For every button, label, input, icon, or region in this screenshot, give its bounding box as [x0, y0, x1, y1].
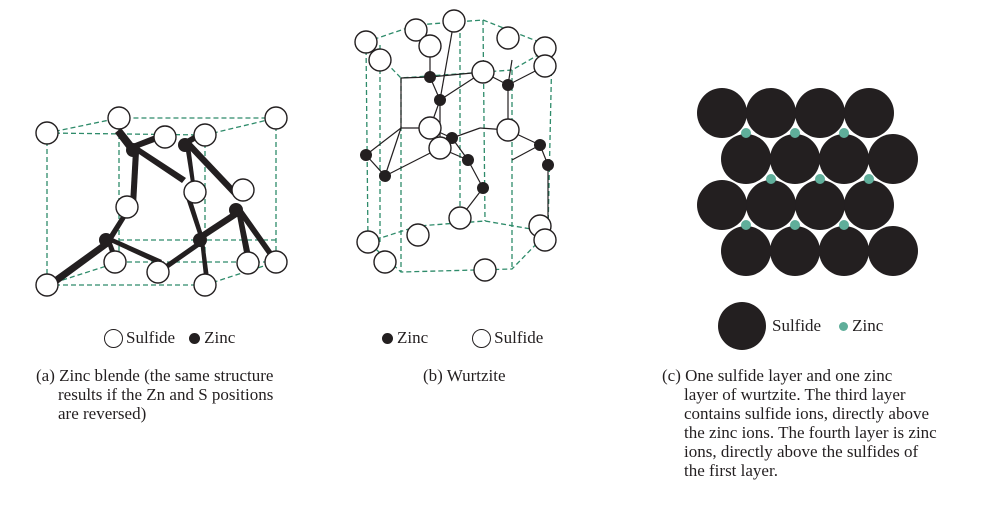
- caption-c-line: the first layer.: [684, 461, 778, 480]
- caption-c-line: the zinc ions. The fourth layer is zinc: [684, 423, 937, 442]
- caption-c-line: (c) One sulfide layer and one zinc: [662, 366, 893, 385]
- legend-c-zinc: Zinc: [839, 316, 883, 336]
- sulfide-layer-spheres: [697, 88, 918, 276]
- legend-b-zinc: Zinc: [382, 328, 428, 348]
- caption-b: (b) Wurtzite: [423, 366, 506, 385]
- zinc-blende-structure: [35, 106, 288, 297]
- zinc-blende-sulfide-atoms: [35, 106, 288, 297]
- caption-b-line: (b) Wurtzite: [423, 366, 506, 385]
- zinc-marker-icon: [189, 332, 201, 344]
- wurtzite-cell-edges: [364, 19, 554, 273]
- caption-c-line: layer of wurtzite. The third layer: [684, 385, 906, 404]
- zinc-blende-zinc-atoms: [99, 138, 243, 247]
- legend-c-zinc-label: Zinc: [852, 316, 884, 335]
- legend-b-sulfide: Sulfide: [472, 328, 543, 348]
- legend-b-zinc-label: Zinc: [397, 328, 429, 347]
- legend-c: Sulfide Zinc: [718, 302, 883, 350]
- sulfide-sphere-icon: [718, 302, 766, 350]
- legend-a: Sulfide Zinc: [104, 328, 235, 348]
- wurtzite-bonds: [365, 20, 549, 232]
- caption-a-line: results if the Zn and S positions: [58, 385, 274, 404]
- sulfide-marker-icon: [472, 328, 492, 348]
- wurtzite-sulfide-atoms: [354, 9, 557, 282]
- wurtzite-structure: [354, 9, 557, 282]
- legend-a-sulfide-label: Sulfide: [126, 328, 176, 347]
- sulfide-marker-icon: [104, 328, 123, 348]
- wurtzite-layer-packing: [697, 88, 918, 276]
- legend-a-zinc: Zinc: [189, 328, 235, 348]
- legend-a-zinc-label: Zinc: [204, 328, 236, 347]
- legend-b-sulfide-label: Sulfide: [494, 328, 544, 347]
- legend-a-sulfide: Sulfide: [104, 328, 175, 348]
- legend-c-sulfide: Sulfide: [718, 302, 821, 350]
- caption-c: (c) One sulfide layer and one zinc layer…: [662, 366, 937, 480]
- zinc-marker-icon: [382, 332, 393, 344]
- caption-c-line: ions, directly above the sulfides of: [684, 442, 919, 461]
- caption-c-line: contains sulfide ions, directly above: [684, 404, 930, 423]
- caption-a-line: (a) Zinc blende (the same structure: [36, 366, 274, 385]
- caption-a-line: are reversed): [58, 404, 147, 423]
- legend-c-sulfide-label: Sulfide: [772, 316, 822, 335]
- zinc-ion-icon: [839, 321, 849, 331]
- legend-b: Zinc Sulfide: [382, 328, 543, 348]
- zinc-layer-ions: [741, 128, 874, 230]
- caption-a: (a) Zinc blende (the same structure resu…: [36, 366, 273, 423]
